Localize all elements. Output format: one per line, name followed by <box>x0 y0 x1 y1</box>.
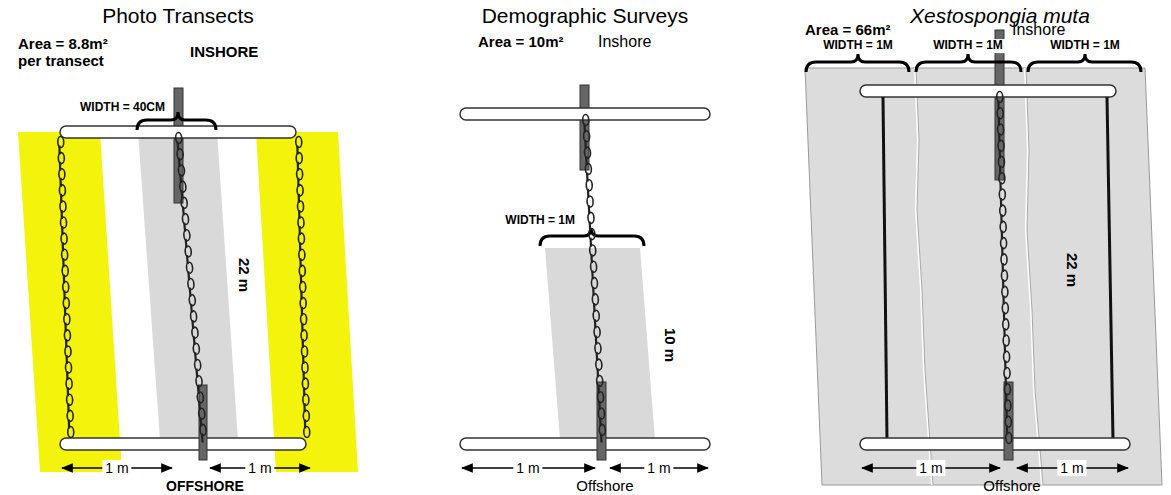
width-label: WIDTH = 40CM <box>77 101 168 115</box>
chain-link <box>181 197 188 208</box>
chain-link <box>190 311 197 322</box>
transect-line <box>883 97 887 440</box>
width-label: WIDTH = 1M <box>820 39 896 53</box>
pipe <box>860 85 1116 97</box>
chain-link <box>178 165 185 176</box>
length-label: 22 m <box>235 258 252 292</box>
chain <box>58 136 74 437</box>
chain-link <box>182 213 189 224</box>
dimension-label: 1 m <box>1057 460 1086 476</box>
chain <box>997 91 1012 443</box>
chain-link <box>177 148 184 159</box>
chain-link <box>179 181 186 192</box>
yellow-band <box>18 132 122 472</box>
length-label: 10 m <box>661 328 678 362</box>
inshore-label: Inshore <box>598 33 651 51</box>
pipe <box>60 438 306 450</box>
chain-link <box>197 392 204 403</box>
chain <box>175 132 206 442</box>
chain-link <box>1006 432 1012 443</box>
band-divider <box>1026 68 1043 485</box>
chain-link <box>196 376 203 387</box>
chain-link <box>187 278 194 289</box>
chain-link <box>68 426 74 437</box>
width-brace <box>806 54 909 72</box>
offshore-label: Offshore <box>983 477 1040 494</box>
grey-band <box>138 132 238 440</box>
area-label: Area = 8.8m² per transect <box>18 35 126 70</box>
inshore-label: Inshore <box>1012 21 1065 39</box>
chain-link <box>304 426 310 437</box>
chain-link <box>189 294 196 305</box>
dimension-label: 1 m <box>644 460 673 476</box>
width-brace <box>1028 54 1141 72</box>
chain-link <box>201 434 204 443</box>
band-divider <box>916 68 933 485</box>
chain-link <box>198 408 205 419</box>
chain-link <box>193 343 200 354</box>
chain-link <box>185 246 192 257</box>
dimension-label: 1 m <box>916 460 945 476</box>
offshore-label: Offshore <box>576 477 633 494</box>
chain-link <box>600 434 603 443</box>
chain-link <box>194 359 201 370</box>
dimension-label: 1 m <box>102 460 131 476</box>
stake <box>580 85 589 170</box>
pipe <box>860 438 1130 450</box>
width-label: WIDTH = 1M <box>1047 39 1123 53</box>
chain-link <box>175 132 182 143</box>
width-label: WIDTH = 1M <box>930 39 1006 53</box>
band-divider <box>1025 68 1042 485</box>
width-label: WIDTH = 1M <box>502 214 578 228</box>
grey-band <box>805 68 1162 485</box>
band-divider <box>915 68 932 485</box>
width-brace <box>540 228 644 246</box>
transect-line <box>1107 97 1113 440</box>
chain-link <box>183 230 190 241</box>
pipe <box>460 438 710 450</box>
area-label: Area = 66m² <box>805 21 890 38</box>
offshore-label: OFFSHORE <box>166 478 244 494</box>
panel-title: Photo Transects <box>102 4 254 28</box>
yellow-band <box>256 132 358 472</box>
inshore-label: INSHORE <box>190 43 258 60</box>
stake <box>174 88 183 203</box>
dimension-label: 1 m <box>513 460 542 476</box>
stake <box>597 382 606 460</box>
chain-link <box>186 262 193 273</box>
width-brace <box>916 54 1021 72</box>
stake <box>1004 382 1013 460</box>
chain <box>582 114 605 442</box>
length-label: 22 m <box>1063 253 1080 287</box>
chain-link <box>192 327 199 338</box>
area-label: Area = 10m² <box>478 33 563 50</box>
panel-title: Demographic Surveys <box>482 4 689 28</box>
chains <box>58 91 1012 443</box>
chain <box>296 136 310 437</box>
dimension-label: 1 m <box>245 460 274 476</box>
chain-link <box>200 424 207 435</box>
